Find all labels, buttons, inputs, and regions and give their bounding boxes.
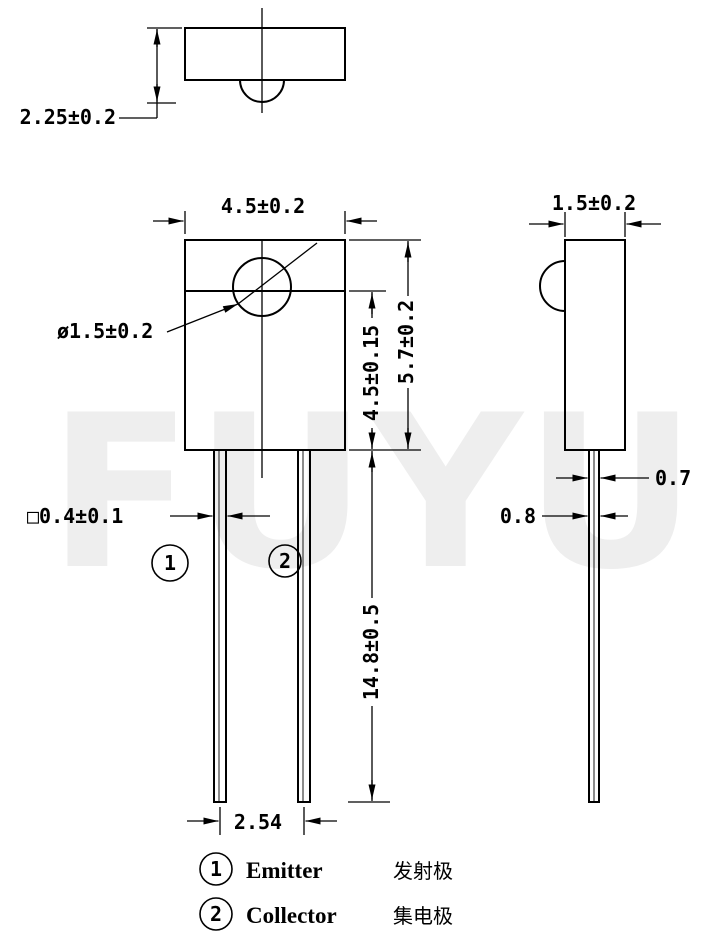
body-width-dim: 4.5±0.2 [221,194,305,218]
upper-height-dim: 4.5±0.15 [359,325,383,421]
side-left-dim: 0.8 [500,504,536,528]
pin2-number: 2 [279,549,291,573]
legend-pin1-name: Emitter [246,858,323,883]
lens-circle [232,257,292,317]
side-view: 1.5±0.2 0.7 0.8 [500,191,691,803]
side-right-dim: 0.7 [655,466,691,490]
lens-dome [238,78,286,103]
front-body-outline [184,239,346,451]
top-view-body-outline [184,27,346,81]
pin2-balloon [268,544,302,578]
legend-item-collector: 2 Collector 集电极 [199,897,453,931]
total-height-dim: 5.7±0.2 [394,300,418,384]
lead-width-dim: □0.4±0.1 [27,504,123,528]
legend-pin1-balloon [199,852,233,886]
top-view: 2.25±0.2 [20,8,346,129]
legend-item-emitter: 1 Emitter 发射极 [199,852,453,886]
top-height-dim: 2.25±0.2 [20,105,116,129]
leg-left [213,449,227,803]
front-view: ø1.5±0.2 4.5±0.2 4.5±0.15 5.7±0.2 [27,194,421,835]
legend-pin2-balloon [199,897,233,931]
leader-line [237,242,318,305]
lead-pitch-dim: 2.54 [234,810,282,834]
pin1-balloon [151,544,189,582]
legend: 1 Emitter 发射极 2 Collector 集电极 [199,852,453,931]
lens-diameter-dim: ø1.5±0.2 [57,319,153,343]
leader-arrow [166,303,239,333]
pin1-number: 1 [164,551,176,575]
lead-length-dim: 14.8±0.5 [359,604,383,700]
side-width-dim: 1.5±0.2 [552,191,636,215]
legend-pin2-number: 2 [210,902,222,926]
leg-right [297,449,311,803]
legend-pin1-number: 1 [210,857,222,881]
side-body-outline [564,239,626,451]
side-lens-dome [539,259,567,313]
legend-pin2-name: Collector [246,903,337,928]
legend-pin1-name-cn: 发射极 [393,859,453,883]
side-leg [588,449,600,803]
legend-pin2-name-cn: 集电极 [393,904,453,928]
